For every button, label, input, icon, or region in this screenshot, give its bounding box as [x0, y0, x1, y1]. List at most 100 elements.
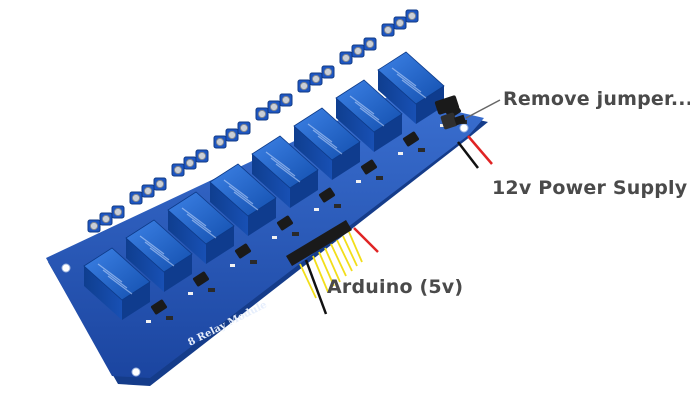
relay-print-mark	[186, 213, 212, 233]
smd-resistor	[166, 316, 173, 320]
relay-front	[416, 86, 444, 124]
status-led	[272, 236, 277, 239]
power-supply-label: 12v Power Supply	[492, 177, 688, 199]
relay-print-mark	[265, 151, 291, 171]
wire-in3	[324, 247, 341, 283]
screw-head	[101, 214, 111, 224]
relay-front	[164, 254, 192, 292]
power-wires	[457, 135, 493, 169]
wire-in5	[336, 239, 353, 272]
screw-head	[323, 67, 333, 77]
input-pin-header	[286, 220, 352, 266]
relay-print-mark	[144, 241, 170, 261]
relay-print-mark	[307, 123, 333, 143]
relay-print-mark	[349, 95, 375, 115]
smd-resistor	[334, 204, 341, 208]
relay-top	[251, 135, 319, 189]
relay	[251, 135, 319, 208]
relay-print-mark	[396, 73, 422, 93]
screw-head	[131, 193, 141, 203]
relay-side	[252, 154, 290, 208]
relay-print-mark	[317, 135, 343, 155]
relay-print-mark	[191, 219, 217, 239]
smd-resistor	[292, 232, 299, 236]
relay-top	[167, 191, 235, 245]
wire-vcc	[353, 227, 379, 253]
relay-side	[378, 70, 416, 124]
relay	[209, 163, 277, 236]
relay-side	[168, 210, 206, 264]
pcb-board	[46, 96, 488, 386]
relay-print-mark	[228, 185, 254, 205]
screw-head	[383, 25, 393, 35]
relay-print-mark	[107, 275, 133, 295]
relay-front	[290, 170, 318, 208]
screw-head	[197, 151, 207, 161]
screw-head	[281, 95, 291, 105]
relay-top	[377, 51, 445, 105]
smd-resistor	[250, 260, 257, 264]
relay-print-mark	[359, 107, 385, 127]
wire-in7	[348, 231, 363, 263]
wire-in6	[342, 235, 358, 267]
jumper-pointer	[465, 99, 501, 119]
screw-head	[185, 158, 195, 168]
smd-resistor	[418, 148, 425, 152]
screw-head	[113, 207, 123, 217]
screw-head	[341, 53, 351, 63]
relay-print-mark	[102, 269, 128, 289]
wire-in1	[312, 255, 329, 293]
screw-head	[365, 39, 375, 49]
screw-head	[173, 165, 183, 175]
optocoupler	[150, 299, 168, 315]
relay-top	[209, 163, 277, 217]
smd-resistor	[208, 288, 215, 292]
relay-print-mark	[233, 191, 259, 211]
relay	[377, 51, 445, 124]
relay	[335, 79, 403, 152]
remove-jumper-label: Remove jumper...	[503, 88, 690, 110]
screw-head	[227, 130, 237, 140]
relay-front	[374, 114, 402, 152]
optocoupler	[318, 187, 336, 203]
relay-print-mark	[401, 79, 427, 99]
status-led	[440, 124, 445, 127]
wire-in4	[330, 243, 347, 277]
relay-print-mark	[270, 157, 296, 177]
wire-gnd	[304, 259, 328, 315]
relay	[293, 107, 361, 180]
arduino-wires	[299, 227, 379, 315]
status-led	[188, 292, 193, 295]
relay-print-mark	[97, 263, 123, 283]
relay-top	[335, 79, 403, 133]
screw-head	[407, 11, 417, 21]
relay-print-mark	[139, 235, 165, 255]
screw-head	[89, 221, 99, 231]
relay-print-mark	[223, 179, 249, 199]
screw-head	[143, 186, 153, 196]
screw-head	[353, 46, 363, 56]
relay-side	[294, 126, 332, 180]
status-led	[398, 152, 403, 155]
optocoupler	[360, 159, 378, 175]
relay	[83, 247, 151, 320]
wire-in2	[318, 251, 335, 287]
relay-top	[293, 107, 361, 161]
relay-row	[83, 51, 445, 320]
relay-print-mark	[181, 207, 207, 227]
arduino-label: Arduino (5v)	[327, 276, 464, 298]
relay-side	[336, 98, 374, 152]
wire-12v-gnd	[457, 141, 479, 169]
screw-head	[269, 102, 279, 112]
relay-top	[83, 247, 151, 301]
relay	[125, 219, 193, 292]
relay-front	[206, 226, 234, 264]
screw-head	[215, 137, 225, 147]
relay-print-mark	[149, 247, 175, 267]
status-led	[146, 320, 151, 323]
relay-print-mark	[312, 129, 338, 149]
status-led	[314, 208, 319, 211]
screw-head	[155, 179, 165, 189]
screw-head	[311, 74, 321, 84]
screw-head	[395, 18, 405, 28]
